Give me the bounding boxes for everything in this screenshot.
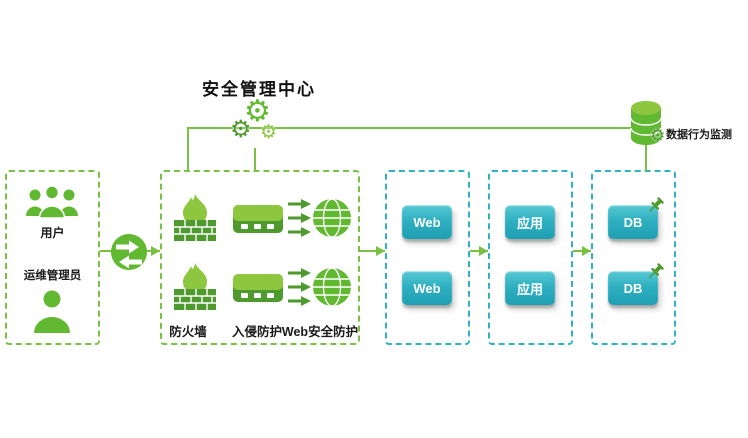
users-label: 用户 [40,226,65,240]
app-server-box: 应用 [505,271,555,305]
router-icon [110,233,148,271]
connector-top-horizontal [188,127,632,129]
gear-icon: ⚙ [230,115,252,143]
web-server-box: Web [402,271,452,305]
admin-person-icon [31,288,73,334]
firewall-label: 防火墙 [169,325,207,339]
arrow-into-security-icon [151,246,160,256]
app-server-box: 应用 [505,205,555,239]
ips-device-icon [232,203,284,235]
security-zone [160,170,360,345]
diagram-title: 安全管理中心 [202,80,316,99]
database-icon [628,99,664,147]
users-group-icon [24,183,80,221]
web-protection-globe-icon [287,265,353,309]
pin-icon [646,197,664,215]
gear-icon: ⚙ [260,121,278,143]
ips-device-icon [232,272,284,304]
monitor-label: 数据行为监测 [666,129,732,141]
connector-security-to-web [360,250,385,252]
web-server-box: Web [402,205,452,239]
arrow-into-app-icon [479,246,488,256]
security-management-gears-icon: ⚙ ⚙ ⚙ [230,97,288,151]
ips-label: 入侵防护 [231,325,282,339]
arrow-into-db-icon [582,246,591,256]
connector-mgmt-to-security-left [187,127,189,171]
web-protection-globe-icon [287,196,353,240]
web-protection-label: Web安全防护 [281,325,359,339]
web-tier-zone [385,170,470,345]
db-tier-zone [591,170,676,345]
monitor-gear-icon: ⚙ [650,126,666,146]
admin-label: 运维管理员 [23,270,82,282]
firewall-icon [172,193,218,243]
user-zone [5,170,100,345]
app-tier-zone [488,170,573,345]
firewall-icon [172,262,218,312]
gear-icon: ⚙ [244,94,271,129]
connector-db-monitor-down [645,145,647,171]
pin-icon [646,263,664,281]
arrow-into-web-icon [376,246,385,256]
connector-mgmt-down [254,148,256,171]
